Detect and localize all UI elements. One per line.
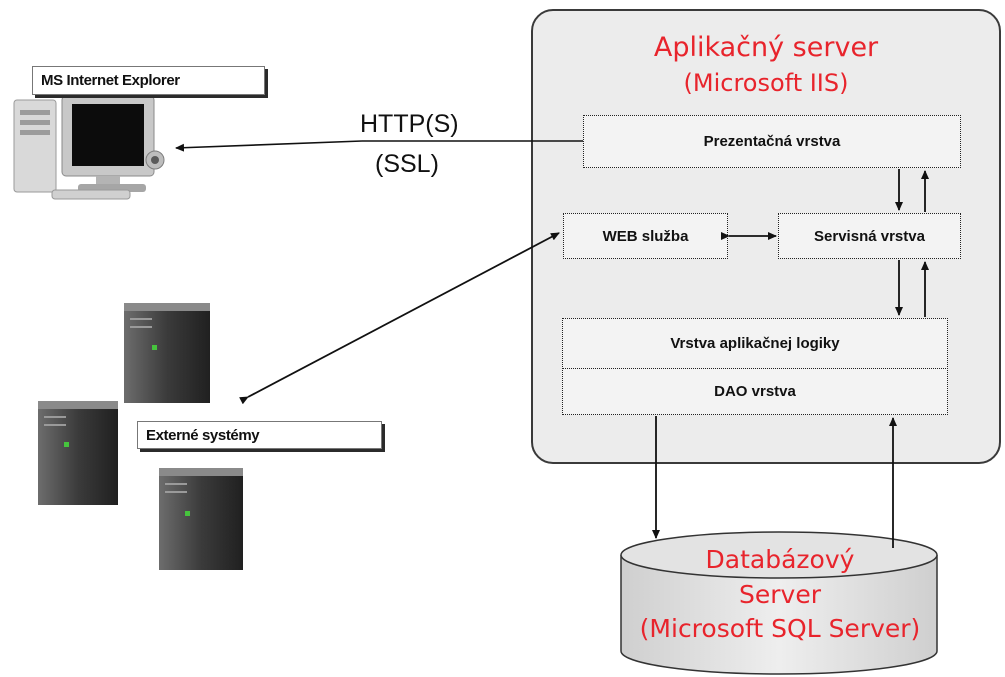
external-systems-label: Externé systémy [137, 421, 382, 449]
server-tower-icon [124, 303, 210, 403]
app-server-title: Aplikačný server [653, 32, 879, 63]
https-connection-arrow [175, 140, 583, 152]
external-web-service-arrow [239, 232, 560, 405]
server-tower-icon [38, 401, 118, 505]
server-tower-icon [159, 468, 243, 570]
dao-layer: DAO vrstva [562, 368, 948, 415]
database-subtitle: Server [739, 580, 821, 609]
database-title: Databázový [705, 545, 855, 574]
database-product: (Microsoft SQL Server) [639, 614, 921, 643]
protocol-label: HTTP(S) [360, 110, 459, 138]
computer-icon [13, 95, 165, 200]
database-cylinder-icon [620, 531, 938, 675]
app-server-subtitle: (Microsoft IIS) [683, 69, 849, 97]
web-service-layer: WEB služba [563, 213, 728, 259]
service-layer: Servisná vrstva [778, 213, 961, 259]
presentation-layer: Prezentačná vrstva [583, 115, 961, 168]
ms-internet-explorer-label: MS Internet Explorer [32, 66, 265, 95]
protocol-ssl-label: (SSL) [375, 150, 439, 178]
app-logic-layer: Vrstva aplikačnej logiky [562, 318, 948, 369]
